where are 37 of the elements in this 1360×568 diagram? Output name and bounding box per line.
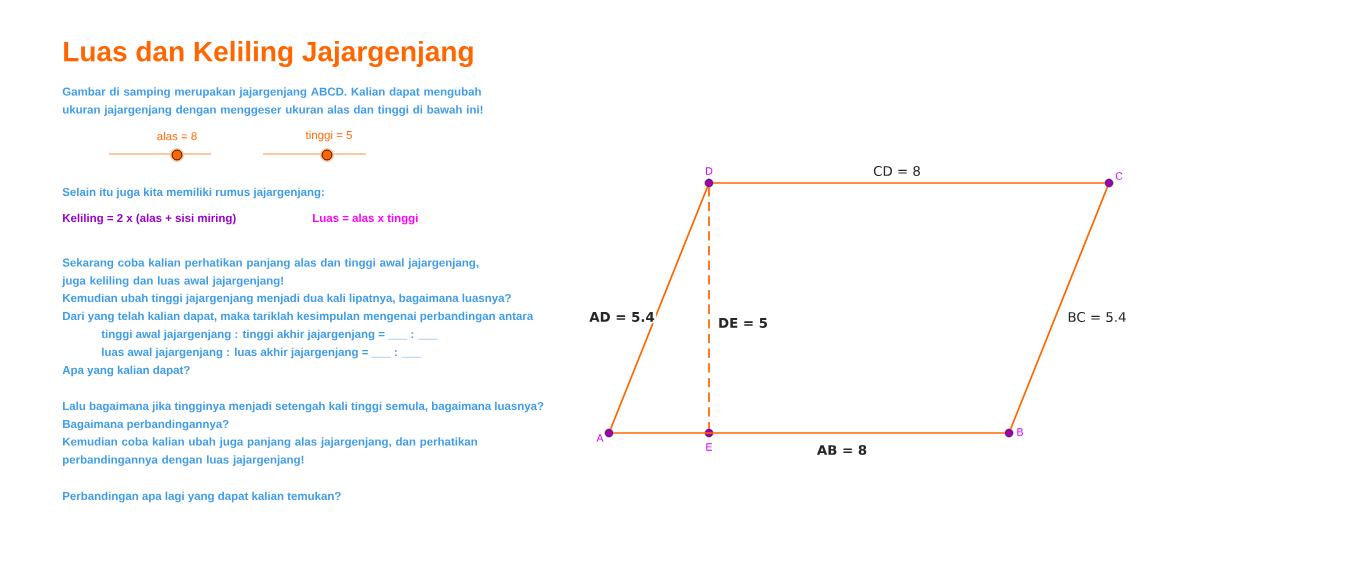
instruction-text: Lalu bagaimana jika tingginya menjadi setengah kali tinggi semula, bagaimana luasnya? xyxy=(63,401,544,413)
formula-text: Luas = alas x tinggi xyxy=(313,213,418,225)
point-label: B xyxy=(1017,428,1023,436)
point-label: A xyxy=(596,434,604,442)
edge-label: AD = 5.4 xyxy=(587,310,657,324)
instruction-text: Kemudian coba kalian ubah juga panjang alas jajargenjang, dan perhatikan perbandingannya dengan luas jajargenjang! xyxy=(63,437,477,466)
title: Luas dan Keliling Jajargenjang xyxy=(64,40,473,68)
point-label: E xyxy=(706,443,713,451)
point-label: D xyxy=(706,167,713,175)
line-segment xyxy=(712,182,1106,184)
instruction-text: Gambar di samping merupakan jajargenjang ABCD. Kalian dapat mengubah ukuran jajargenjang dengan menggeser ukuran alas dan tinggi di bawah ini! xyxy=(62,87,483,116)
edge-label: CD = 8 xyxy=(871,164,923,178)
instruction-text: Perbandingan apa lagi yang dapat kalian temukan? xyxy=(63,491,341,503)
slider-label: tinggi = 5 xyxy=(305,130,352,142)
line-segment xyxy=(609,186,709,430)
instruction-text: luas awal jajargenjang : luas akhir jajargenjang = ___ : ___ xyxy=(102,347,422,359)
line-segment xyxy=(612,432,1006,434)
instruction-text: Apa yang kalian dapat? xyxy=(62,365,190,377)
formula-text: Keliling = 2 x (alas + sisi miring) xyxy=(63,213,236,225)
instruction-text: Bagaimana perbandingannya? xyxy=(63,419,229,431)
instruction-text: tinggi awal jajargenjang : tinggi akhir jajargenjang = ___ : ___ xyxy=(101,329,438,341)
edge-label: DE = 5 xyxy=(716,316,770,330)
instruction-text: Sekarang coba kalian perhatikan panjang alas dan tinggi awal jajargenjang, juga keliling dan luas awal jajargenjang! xyxy=(62,258,479,287)
edge-label: BC = 5.4 xyxy=(1066,310,1128,324)
instruction-text: Kemudian ubah tinggi jajargenjang menjadi dua kali lipatnya, bagaimana luasnya? xyxy=(63,293,511,305)
point xyxy=(604,428,614,438)
edge-label: AB = 8 xyxy=(815,443,869,457)
point-label: C xyxy=(1115,172,1123,180)
point xyxy=(1004,428,1014,438)
line-segment xyxy=(1009,186,1109,430)
point xyxy=(704,178,714,188)
point xyxy=(1104,178,1114,188)
instruction-text: Dari yang telah kalian dapat, maka tariklah kesimpulan mengenai perbandingan antara xyxy=(63,311,534,323)
instruction-text: Selain itu juga kita memiliki rumus jajargenjang: xyxy=(62,187,324,199)
slider-label: alas = 8 xyxy=(157,131,197,141)
point xyxy=(704,428,714,438)
line-segment xyxy=(708,186,710,430)
